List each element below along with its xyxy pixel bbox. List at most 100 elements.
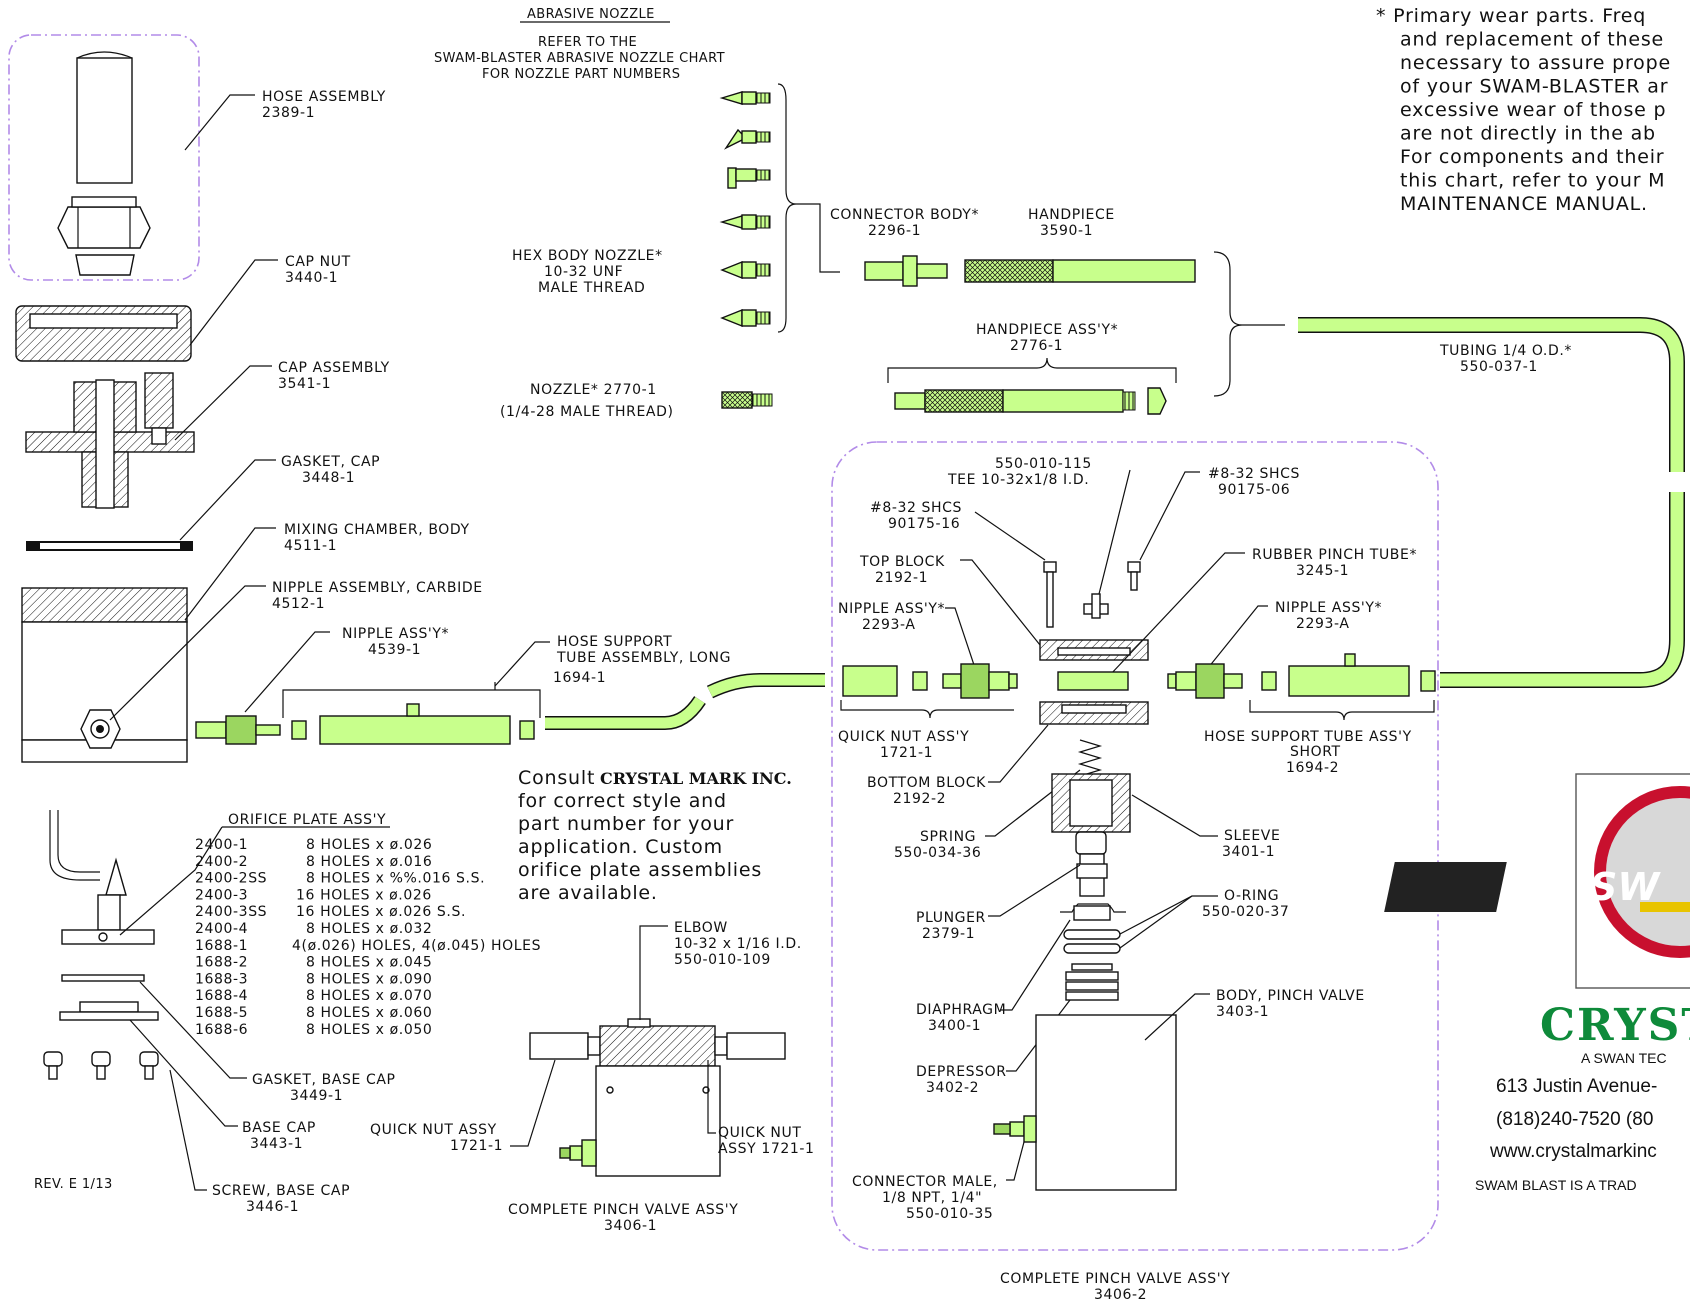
abrasive-heading: ABRASIVE NOZZLE <box>527 7 655 22</box>
orifice-part-number: 2400-3 <box>195 887 248 903</box>
orifice-part-number: 1688-1 <box>195 938 248 954</box>
hose-tube[interactable] <box>76 57 133 184</box>
screw-90175-06[interactable] <box>1127 561 1141 573</box>
diaphragm[interactable] <box>1060 903 1126 921</box>
label-shcs16-num: 90175-16 <box>888 516 960 532</box>
label-complete-3406-1-name: COMPLETE PINCH VALVE ASS'Y <box>508 1202 738 1218</box>
label-gasket-cap-name: GASKET, CAP <box>281 454 380 470</box>
label-connector-male-3: 550-010-35 <box>906 1206 993 1222</box>
orifice-part-number: 1688-4 <box>195 988 248 1004</box>
label-gasket-base-name: GASKET, BASE CAP <box>252 1072 396 1088</box>
gasket-base-cap[interactable] <box>61 974 145 982</box>
orifice-part-number: 2400-2 <box>195 854 248 870</box>
primary-wear-line: * Primary wear parts. Freq <box>1376 5 1646 27</box>
label-tubing-num: 550-037-1 <box>1460 359 1538 375</box>
label-hose-assembly-name: HOSE ASSEMBLY <box>262 89 386 105</box>
label-tee-num: 550-010-115 <box>995 456 1092 472</box>
nozzle-2770[interactable] <box>721 391 773 409</box>
handpiece[interactable] <box>964 259 1196 283</box>
cap-nut[interactable] <box>15 305 192 362</box>
label-quick-nut-right-1: QUICK NUT <box>718 1125 801 1141</box>
label-connector-male-2: 1/8 NPT, 1/4" <box>882 1190 982 1206</box>
label-handpiece-name: HANDPIECE <box>1028 207 1115 223</box>
sleeve[interactable] <box>1051 773 1131 833</box>
label-complete-3406-1-num: 3406-1 <box>604 1218 657 1234</box>
label-base-cap-num: 3443-1 <box>250 1136 303 1152</box>
hose-hex-nut[interactable] <box>57 206 151 249</box>
label-hose-support-long-1: HOSE SUPPORT <box>557 634 672 650</box>
label-nipple-carbide-num: 4512-1 <box>272 596 325 612</box>
label-gasket-cap-num: 3448-1 <box>302 470 355 486</box>
pinch-valve-3406-1[interactable] <box>529 1018 786 1177</box>
label-elbow-3: 550-010-109 <box>674 952 771 968</box>
tee-fitting[interactable] <box>1083 593 1109 619</box>
connector-body[interactable] <box>864 255 948 287</box>
nipple-4539[interactable] <box>195 715 307 745</box>
label-spring-name: SPRING <box>920 829 976 845</box>
company-phone: (818)240-7520 (80 <box>1496 1109 1653 1130</box>
label-depressor-num: 3402-2 <box>926 1080 979 1096</box>
cap-assembly[interactable] <box>25 372 195 509</box>
company-address: 613 Justin Avenue- <box>1496 1076 1657 1097</box>
label-nipple-carbide-name: NIPPLE ASSEMBLY, CARBIDE <box>272 580 483 596</box>
hose-ferrule <box>75 254 135 276</box>
orifice-description: 8 HOLES x ø.045 <box>306 955 432 971</box>
label-complete-3406-2-name: COMPLETE PINCH VALVE ASS'Y <box>1000 1271 1230 1287</box>
orifice-description: 8 HOLES x ø.026 <box>306 837 432 853</box>
orifice-description: 8 HOLES x ø.070 <box>306 988 432 1004</box>
rubber-pinch-tube[interactable] <box>1057 671 1129 691</box>
label-tee-name: TEE 10-32x1/8 I.D. <box>947 472 1089 488</box>
company-tagline: A SWAN TEC <box>1581 1050 1667 1066</box>
label-nipple-4539-name: NIPPLE ASS'Y* <box>342 626 449 642</box>
primary-wear-line: MAINTENANCE MANUAL. <box>1400 193 1648 215</box>
hose-support-long[interactable] <box>319 703 535 745</box>
label-elbow-2: 10-32 x 1/16 I.D. <box>674 936 802 952</box>
body-pinch-valve[interactable] <box>993 1014 1177 1191</box>
nipple-2293-left[interactable] <box>942 663 1018 699</box>
label-handpiece-assy-name: HANDPIECE ASS'Y* <box>976 322 1118 338</box>
orifice-part-number: 2400-4 <box>195 921 248 937</box>
label-mixing-chamber-num: 4511-1 <box>284 538 337 554</box>
handpiece-assy[interactable] <box>894 387 1167 415</box>
logo-badge: SW <box>1590 865 1661 909</box>
orifice-plate-assy[interactable] <box>49 810 155 945</box>
label-quick-nut-left-2: 1721-1 <box>450 1138 503 1154</box>
base-cap-screws[interactable] <box>43 1051 159 1080</box>
o-rings[interactable] <box>1063 929 1121 954</box>
consult-company: CRYSTAL MARK INC. <box>600 769 792 788</box>
base-cap[interactable] <box>59 1001 159 1021</box>
depressor[interactable] <box>1065 963 1119 1001</box>
orifice-description: 8 HOLES x ø.016 <box>306 854 432 870</box>
quick-nut-left[interactable] <box>842 665 928 697</box>
screw-90175-16[interactable] <box>1043 561 1057 573</box>
label-cap-nut-num: 3440-1 <box>285 270 338 286</box>
label-cap-nut-name: CAP NUT <box>285 254 351 270</box>
hose-support-short[interactable] <box>1261 653 1436 697</box>
label-hex-nozzle-2: 10-32 UNF <box>544 264 623 280</box>
orifice-description: 8 HOLES x ø.050 <box>306 1022 432 1038</box>
label-hose-short-3: 1694-2 <box>1286 760 1339 776</box>
plunger[interactable] <box>1075 831 1108 897</box>
orifice-part-number: 1688-6 <box>195 1022 248 1038</box>
label-diaphragm-num: 3400-1 <box>928 1018 981 1034</box>
label-sleeve-name: SLEEVE <box>1224 828 1280 844</box>
mixing-chamber-body[interactable] <box>21 587 188 763</box>
label-body-pinch-num: 3403-1 <box>1216 1004 1269 1020</box>
label-nozzle-2770-1: NOZZLE* 2770-1 <box>530 382 657 398</box>
label-body-pinch-name: BODY, PINCH VALVE <box>1216 988 1365 1004</box>
consult-line-2: for correct style and <box>518 790 727 812</box>
orifice-description: 8 HOLES x ø.060 <box>306 1005 432 1021</box>
abrasive-line-3: FOR NOZZLE PART NUMBERS <box>482 67 680 82</box>
company-logo: SW <box>1384 773 1690 989</box>
label-bottom-block-name: BOTTOM BLOCK <box>867 775 986 791</box>
top-block[interactable] <box>1039 639 1149 661</box>
bottom-block[interactable] <box>1039 701 1149 725</box>
nipple-2293-right[interactable] <box>1167 663 1243 699</box>
label-base-cap-name: BASE CAP <box>242 1120 316 1136</box>
label-handpiece-assy-num: 2776-1 <box>1010 338 1063 354</box>
hex-nozzle-set[interactable] <box>719 91 771 328</box>
company-web[interactable]: www.crystalmarkinc <box>1489 1141 1657 1162</box>
consult-line-1: Consult <box>518 767 595 789</box>
label-plunger-name: PLUNGER <box>916 910 986 926</box>
primary-wear-line: are not directly in the ab <box>1400 123 1656 145</box>
